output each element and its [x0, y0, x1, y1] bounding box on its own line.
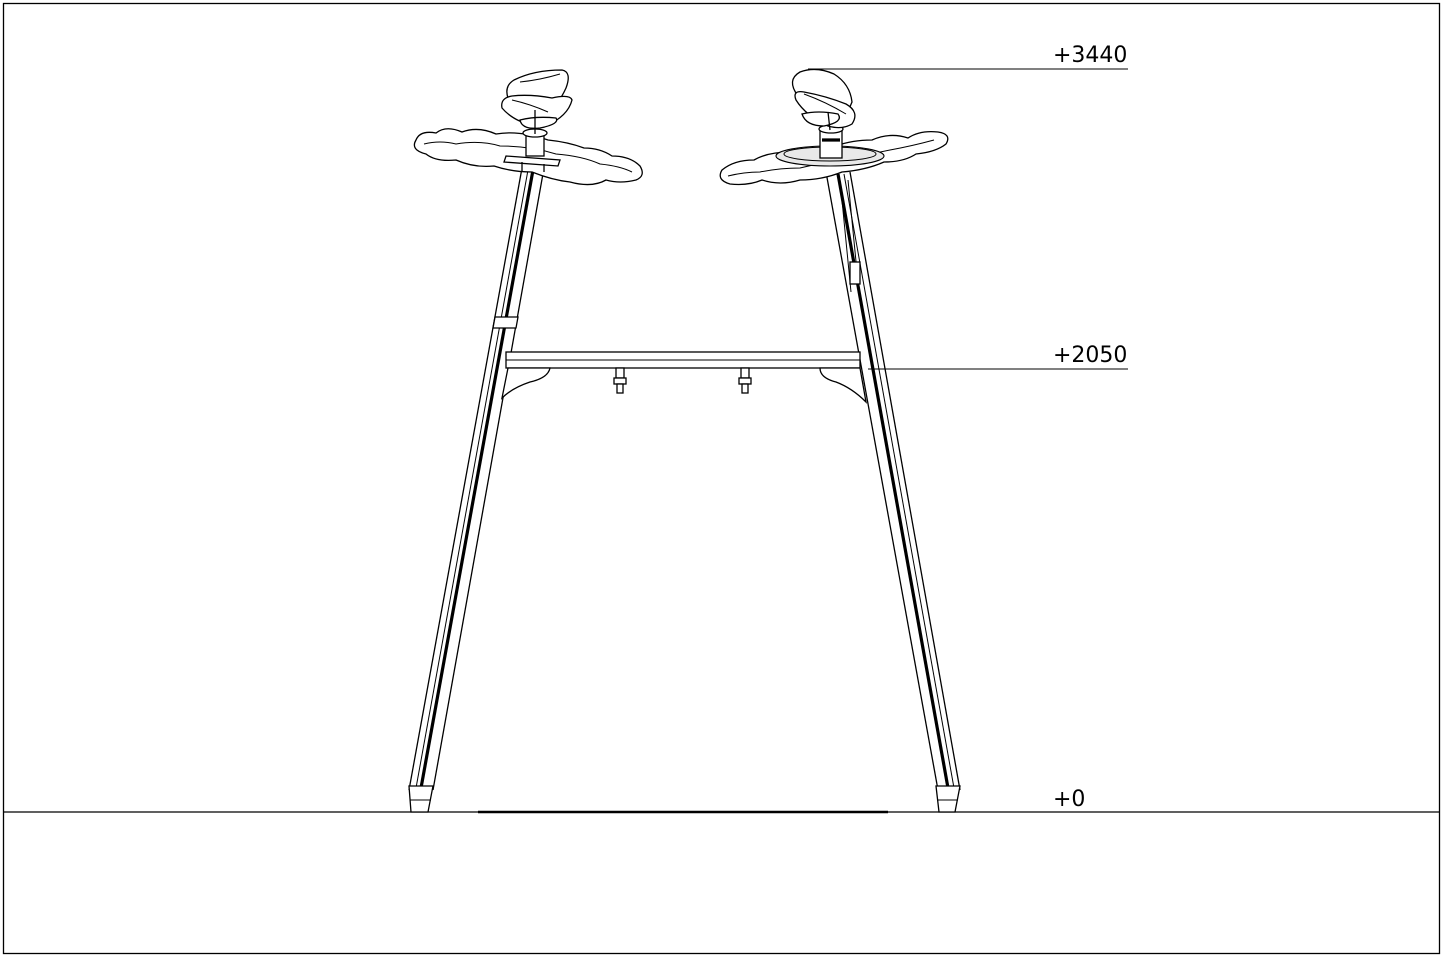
right-butterfly — [791, 68, 856, 131]
left-butterfly — [501, 69, 573, 134]
left-flower-top — [413, 69, 643, 186]
hook-left — [613, 367, 627, 394]
right-flower-top — [719, 68, 949, 186]
level-marker-2050: +2050 — [868, 343, 1128, 370]
left-leg — [408, 167, 545, 813]
cross-beam — [500, 351, 867, 404]
right-leg — [825, 171, 961, 813]
level-marker-3440: +3440 — [808, 43, 1128, 70]
level-label-3440: +3440 — [1053, 43, 1127, 68]
level-label-2050: +2050 — [1053, 343, 1127, 368]
level-marker-0: +0 — [1053, 787, 1085, 812]
level-label-0: +0 — [1053, 787, 1085, 812]
hook-right — [738, 367, 752, 394]
